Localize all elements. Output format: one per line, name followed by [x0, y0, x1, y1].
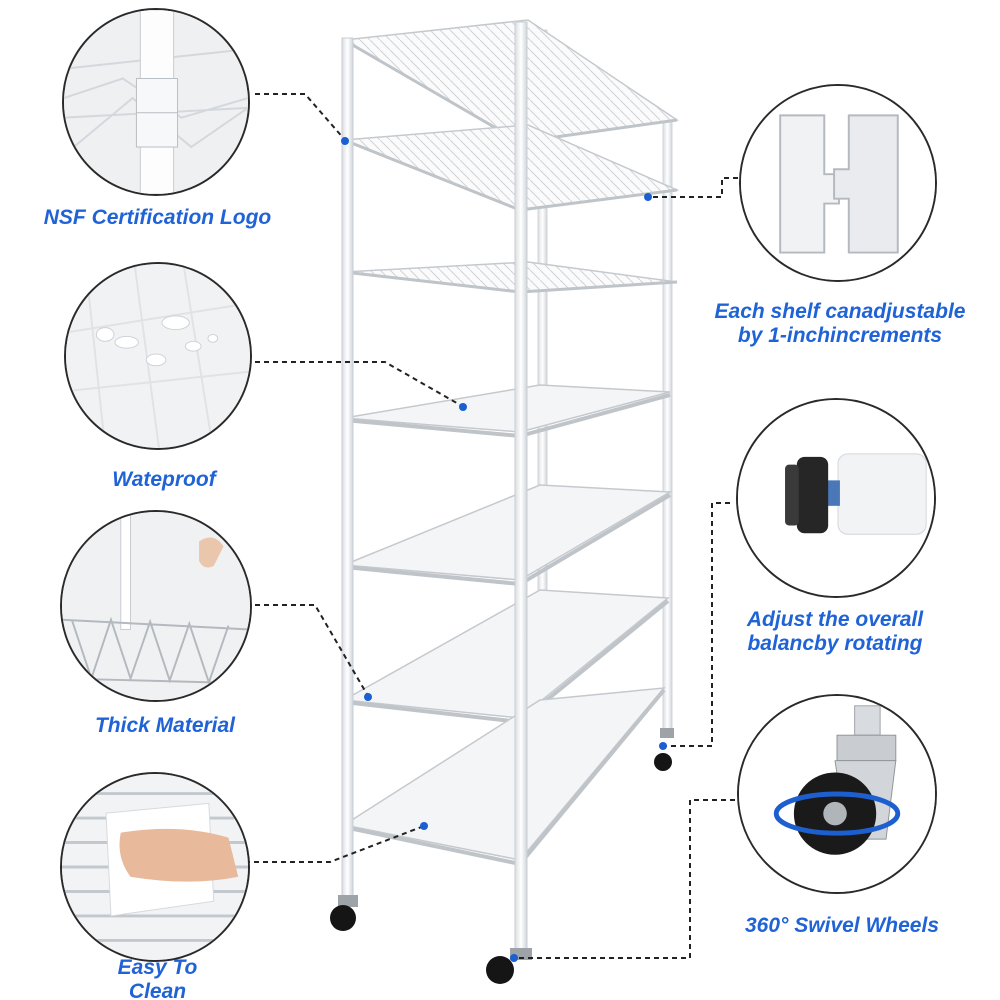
shelf-1 — [341, 19, 680, 144]
caption-adjustable-line1: Each shelf canadjustable — [714, 300, 966, 323]
caption-balance: Adjust the overall balancby rotating — [720, 608, 950, 656]
caption-adjustable: Each shelf canadjustable by 1-inchincrem… — [700, 300, 980, 348]
caption-clean: Easy To Clean — [60, 956, 255, 1000]
pole-joint-icon — [62, 8, 250, 196]
caption-clean-line2: Clean — [128, 980, 187, 1000]
leveling-foot-icon — [736, 398, 936, 598]
shelf-3 — [343, 261, 678, 294]
caption-waterproof: Wateproof — [112, 468, 216, 491]
caster-front-left — [330, 895, 358, 931]
caption-balance-line2: balancby rotating — [747, 632, 923, 655]
water-droplets-icon — [64, 262, 252, 450]
shelf-2 — [343, 124, 680, 212]
caption-clean-line1: Easy To — [117, 956, 198, 979]
caption-nsf: NSF Certification Logo — [43, 206, 272, 229]
caption-balance-line1: Adjust the overall — [746, 608, 924, 631]
caster-front-right — [486, 948, 532, 984]
caster-wheel-icon — [737, 694, 937, 894]
wiping-hand-icon — [60, 772, 250, 962]
caption-thick: Thick Material — [94, 714, 236, 737]
caption-wheels: 360° Swivel Wheels — [745, 914, 939, 937]
split-sleeve-icon — [739, 84, 937, 282]
shelf-4 — [343, 384, 671, 438]
caption-adjustable-line2: by 1-inchincrements — [737, 324, 943, 347]
shelf-5 — [343, 484, 673, 586]
wire-shelf-closeup-icon — [60, 510, 252, 702]
caster-back-right — [654, 728, 674, 771]
